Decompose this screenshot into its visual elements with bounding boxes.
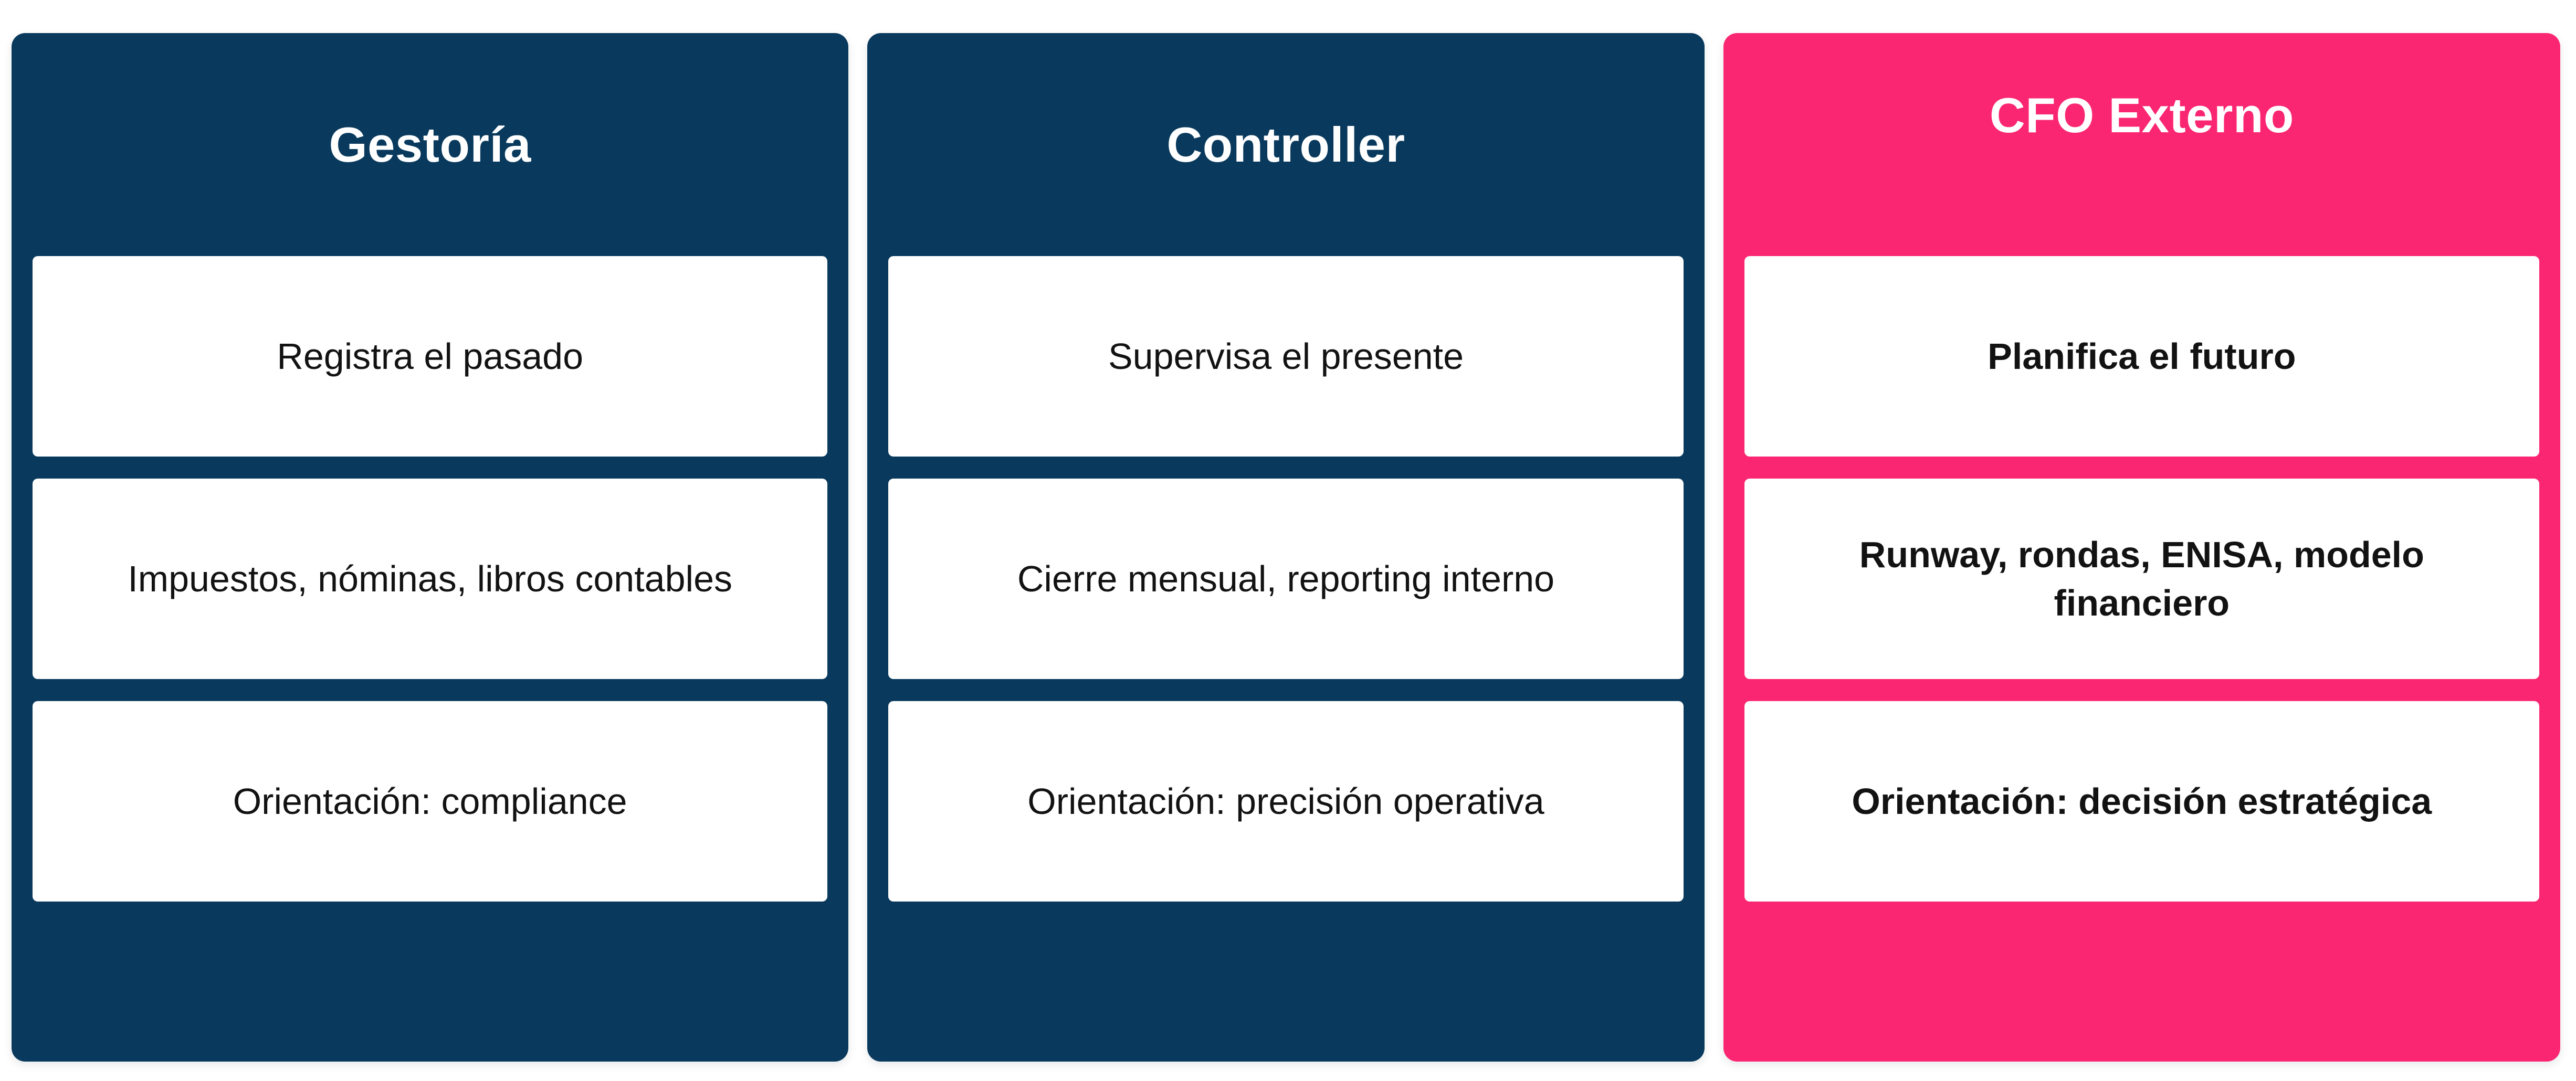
- card-text: Planifica el futuro: [1988, 335, 2296, 377]
- card-text: Impuestos, nóminas, libros contables: [128, 558, 732, 599]
- column-gestoria: Gestoría Registra el pasado Impuestos, n…: [12, 33, 849, 1062]
- card-text: Registra el pasado: [277, 335, 583, 377]
- info-card: Impuestos, nóminas, libros contables: [33, 479, 828, 679]
- info-card: Supervisa el presente: [888, 256, 1684, 457]
- card-text: Orientación: compliance: [233, 780, 627, 822]
- column-gestoria-card-list: Registra el pasado Impuestos, nóminas, l…: [12, 256, 848, 902]
- column-controller: Controller Supervisa el presente Cierre …: [867, 33, 1705, 1062]
- column-controller-header: Controller: [867, 33, 1704, 256]
- column-gestoria-header: Gestoría: [12, 33, 848, 256]
- column-controller-card-list: Supervisa el presente Cierre mensual, re…: [867, 256, 1704, 902]
- card-text: Runway, rondas, ENISA, modelo financiero: [1859, 534, 2424, 623]
- column-cfo-externo: CFO Externo Planifica el futuro Runway, …: [1723, 33, 2560, 1062]
- card-text: Cierre mensual, reporting interno: [1017, 558, 1555, 599]
- card-text: Supervisa el presente: [1108, 335, 1464, 377]
- info-card: Registra el pasado: [33, 256, 828, 457]
- column-controller-title: Controller: [1166, 116, 1405, 172]
- info-card: Orientación: compliance: [33, 701, 828, 902]
- column-cfo-externo-title: CFO Externo: [1989, 87, 2294, 143]
- info-card: Runway, rondas, ENISA, modelo financiero: [1744, 479, 2539, 679]
- column-cfo-externo-header: CFO Externo: [1723, 33, 2560, 256]
- info-card: Planifica el futuro: [1744, 256, 2539, 457]
- info-card: Orientación: precisión operativa: [888, 701, 1684, 902]
- column-gestoria-title: Gestoría: [329, 116, 531, 172]
- info-card: Cierre mensual, reporting interno: [888, 479, 1684, 679]
- column-cfo-externo-card-list: Planifica el futuro Runway, rondas, ENIS…: [1723, 256, 2560, 902]
- card-text: Orientación: precisión operativa: [1027, 780, 1544, 822]
- info-card: Orientación: decisión estratégica: [1744, 701, 2539, 902]
- card-text: Orientación: decisión estratégica: [1852, 780, 2432, 822]
